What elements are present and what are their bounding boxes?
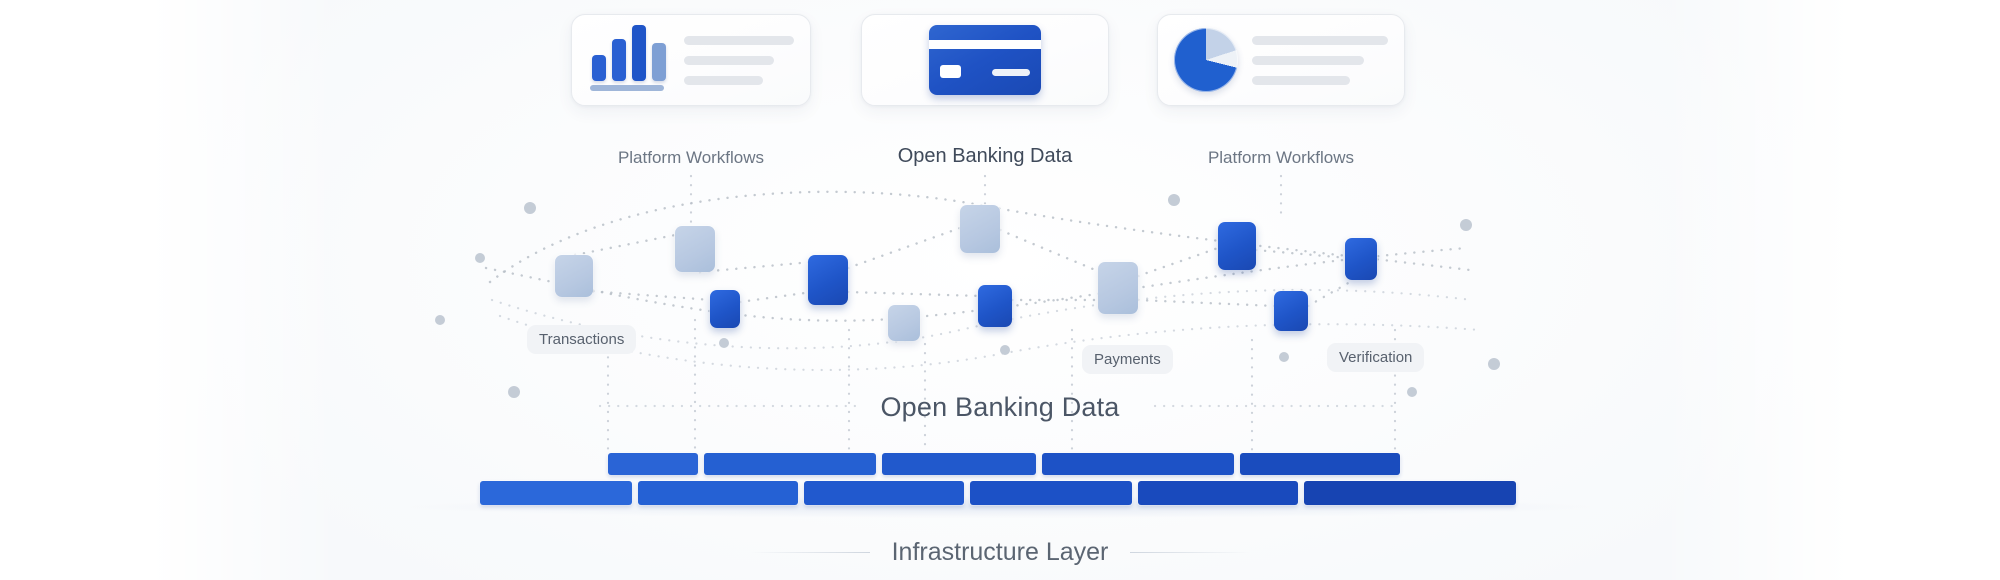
ambient-dot [1488, 358, 1500, 370]
infrastructure-footer: Infrastructure Layer [0, 538, 2000, 567]
ambient-dot [1460, 219, 1472, 231]
infrastructure-brick-bottom [804, 481, 964, 505]
node-9[interactable] [1218, 222, 1256, 270]
node-10[interactable] [1274, 291, 1308, 331]
infrastructure-brick-bottom [1138, 481, 1298, 505]
ambient-dot [524, 202, 536, 214]
node-3[interactable] [710, 290, 740, 328]
infrastructure-brick-top [608, 453, 698, 475]
node-7[interactable] [978, 285, 1012, 327]
ambient-dot [508, 386, 520, 398]
card-text-lines [1252, 35, 1388, 85]
chip-verification[interactable]: Verification [1327, 343, 1425, 372]
chip-payments[interactable]: Payments [1082, 345, 1173, 374]
capability-cards [0, 14, 2000, 134]
infrastructure-brick-bottom [480, 481, 632, 505]
node-8[interactable] [1098, 262, 1138, 314]
ambient-dot [435, 315, 445, 325]
bar-chart-icon [588, 25, 668, 91]
text-line [684, 35, 794, 45]
text-line [684, 55, 775, 65]
text-line [1252, 55, 1364, 65]
node-6[interactable] [960, 205, 1000, 253]
infrastructure-brick-top [1042, 453, 1234, 475]
card-caption-center: Open Banking Data [897, 145, 1073, 167]
card-open-banking-data[interactable] [861, 14, 1109, 106]
ambient-dot [1279, 352, 1289, 362]
text-line [684, 75, 764, 85]
pie-chart-icon [1174, 28, 1238, 92]
text-line [1252, 35, 1388, 45]
infrastructure-brick-top [882, 453, 1036, 475]
node-1[interactable] [555, 255, 593, 297]
infrastructure-brick-bottom [638, 481, 798, 505]
ambient-dot [475, 253, 485, 263]
ambient-dot [1000, 345, 1010, 355]
infrastructure-brick-top [1240, 453, 1400, 475]
card-platform-workflows-left[interactable] [571, 14, 811, 106]
card-text-lines [684, 35, 794, 85]
card-platform-workflows-right[interactable] [1157, 14, 1405, 106]
ambient-dot [1168, 194, 1180, 206]
ambient-dot [1407, 387, 1417, 397]
node-2[interactable] [675, 226, 715, 272]
ambient-dot [719, 338, 729, 348]
footer-rule-left [749, 552, 870, 553]
infrastructure-brick-bottom [970, 481, 1132, 505]
card-number-line [992, 69, 1030, 76]
text-line [1252, 75, 1350, 85]
chip-transactions[interactable]: Transactions [527, 325, 637, 354]
card-chip [940, 65, 961, 78]
card-magnetic-stripe [929, 40, 1041, 49]
center-title: Open Banking Data [880, 392, 1120, 422]
infrastructure-layer-label: Infrastructure Layer [891, 538, 1109, 566]
infrastructure-brick-bottom [1304, 481, 1516, 505]
card-caption-right: Platform Workflows [1207, 148, 1355, 167]
credit-card-icon [929, 25, 1041, 95]
footer-rule-right [1130, 552, 1251, 553]
card-caption-left: Platform Workflows [617, 148, 765, 167]
node-4[interactable] [808, 255, 848, 305]
node-11[interactable] [1345, 238, 1377, 280]
infrastructure-brick-top [704, 453, 876, 475]
node-5[interactable] [888, 305, 920, 341]
